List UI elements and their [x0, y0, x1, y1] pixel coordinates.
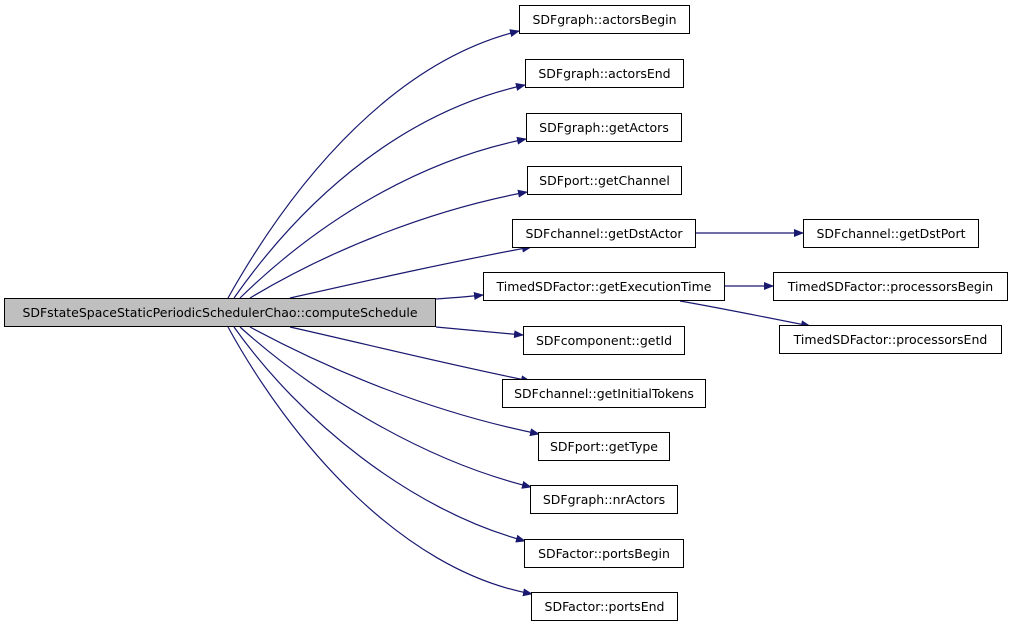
node-label: SDFport::getChannel [539, 173, 670, 188]
node-label: SDFgraph::actorsBegin [532, 12, 677, 27]
edge-root-to-getExecutionTime [435, 292, 484, 300]
edge-root-to-getType [249, 326, 540, 437]
root-node-computeSchedule: SDFstateSpaceStaticPeriodicSchedulerChao… [4, 298, 436, 327]
edge-root-to-portsEnd [227, 326, 533, 597]
node-getActors[interactable]: SDFgraph::getActors [526, 113, 682, 142]
node-getDstPort[interactable]: SDFchannel::getDstPort [803, 219, 979, 248]
edge-root-to-getInitialTokens [289, 326, 531, 384]
edge-root-to-nrActors [239, 326, 532, 489]
node-label: SDFstateSpaceStaticPeriodicSchedulerChao… [22, 305, 418, 320]
edge-getExecutionTime-to-processorsEnd [679, 300, 811, 329]
node-getId[interactable]: SDFcomponent::getId [523, 326, 685, 355]
node-getChannel[interactable]: SDFport::getChannel [527, 166, 682, 195]
node-label: SDFgraph::getActors [539, 120, 669, 135]
edge-root-to-portsBegin [233, 326, 526, 543]
node-label: SDFactor::portsEnd [544, 599, 665, 614]
node-getExecutionTime[interactable]: TimedSDFactor::getExecutionTime [483, 272, 725, 301]
node-portsBegin[interactable]: SDFactor::portsBegin [524, 539, 684, 568]
node-label: TimedSDFactor::processorsBegin [787, 279, 994, 294]
node-getDstActor[interactable]: SDFchannel::getDstActor [512, 219, 696, 248]
edge-root-to-getChannel [249, 189, 528, 299]
node-label: TimedSDFactor::processorsEnd [793, 332, 988, 347]
node-portsEnd[interactable]: SDFactor::portsEnd [531, 592, 678, 621]
edge-root-to-getDstActor [289, 244, 532, 299]
node-label: SDFgraph::nrActors [542, 492, 666, 507]
node-label: SDFchannel::getInitialTokens [514, 386, 694, 401]
node-actorsBegin[interactable]: SDFgraph::actorsBegin [519, 5, 690, 34]
edge-root-to-getActors [239, 136, 527, 299]
node-label: SDFchannel::getDstActor [525, 226, 683, 241]
node-label: SDFport::getType [549, 439, 659, 454]
node-label: SDFchannel::getDstPort [816, 226, 966, 241]
node-actorsEnd[interactable]: SDFgraph::actorsEnd [525, 59, 684, 88]
node-label: SDFgraph::actorsEnd [538, 66, 671, 81]
node-label: TimedSDFactor::getExecutionTime [496, 279, 712, 294]
node-processorsEnd[interactable]: TimedSDFactor::processorsEnd [779, 325, 1002, 354]
node-processorsBegin[interactable]: TimedSDFactor::processorsBegin [773, 272, 1008, 301]
node-label: SDFactor::portsBegin [538, 546, 670, 561]
node-getType[interactable]: SDFport::getType [538, 432, 670, 461]
node-label: SDFcomponent::getId [535, 333, 673, 348]
node-nrActors[interactable]: SDFgraph::nrActors [530, 485, 678, 514]
edge-root-to-actorsBegin [227, 29, 520, 299]
edge-root-to-actorsEnd [233, 83, 526, 299]
node-getInitialTokens[interactable]: SDFchannel::getInitialTokens [502, 379, 706, 408]
edge-root-to-getId [435, 326, 524, 339]
